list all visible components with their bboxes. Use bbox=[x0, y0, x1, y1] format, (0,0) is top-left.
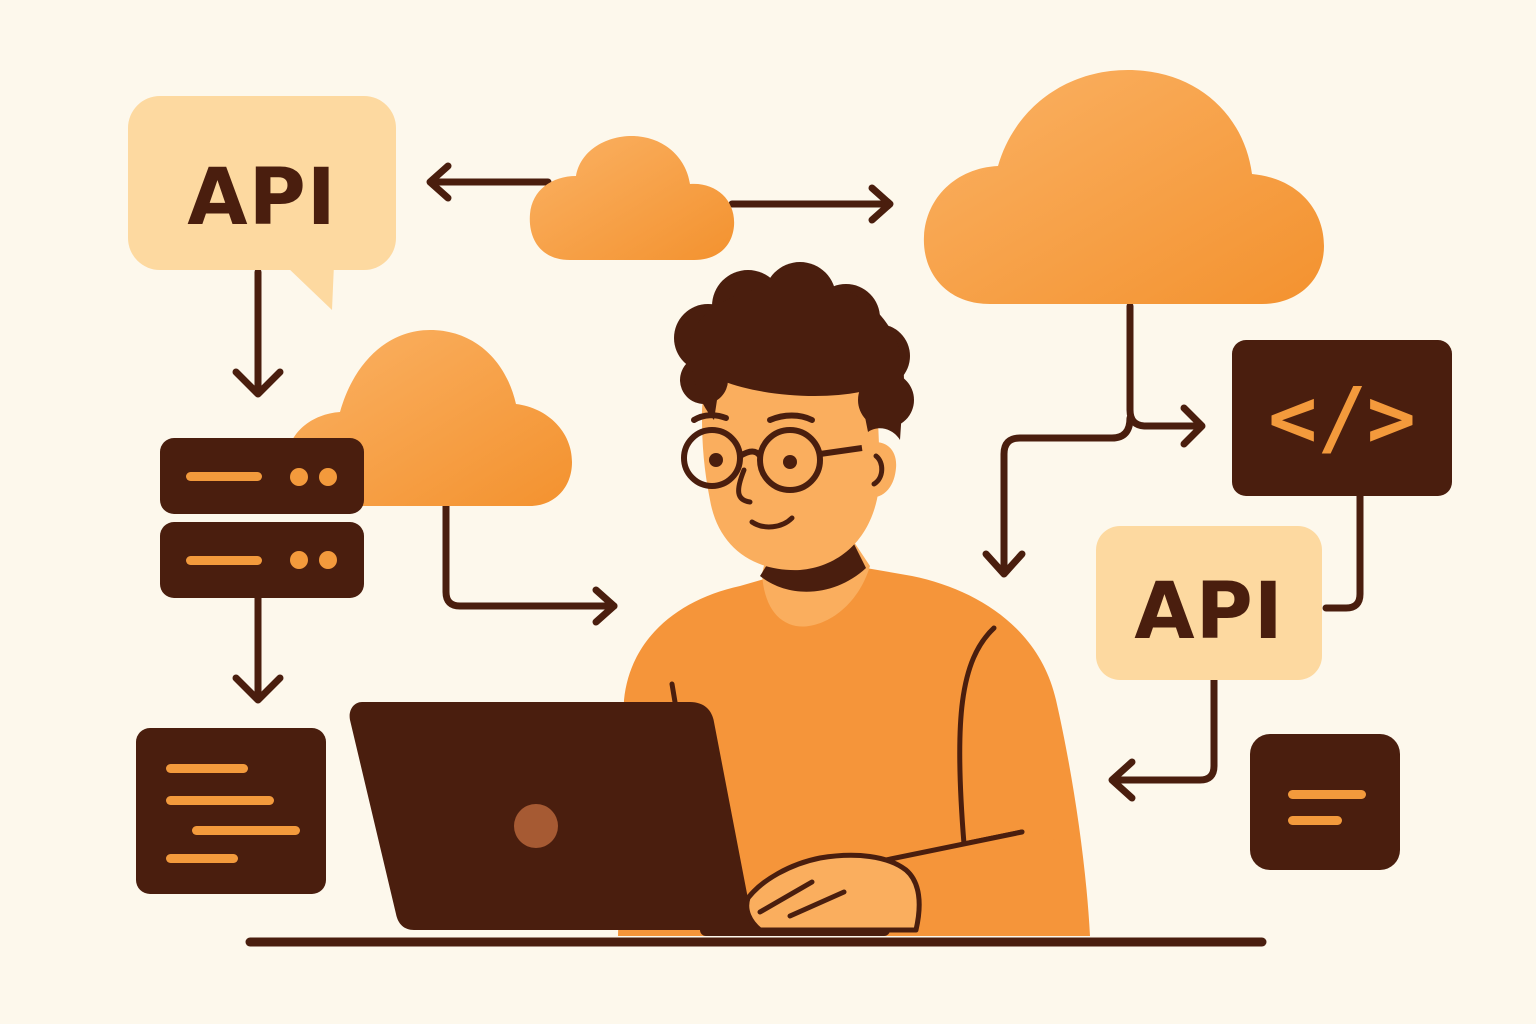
message-icon bbox=[1250, 734, 1400, 870]
server-rack-icon bbox=[160, 438, 364, 598]
glasses bbox=[681, 427, 863, 493]
api-box-icon: API bbox=[1096, 526, 1322, 680]
arrow-api-to-person bbox=[1110, 676, 1218, 784]
cloud-icon bbox=[923, 70, 1324, 304]
code-icon: </> bbox=[1232, 340, 1452, 496]
ear bbox=[862, 442, 897, 498]
arrow-cloud-to-code bbox=[1126, 302, 1204, 430]
hand bbox=[744, 852, 922, 933]
arrow-code-to-api bbox=[1322, 490, 1364, 612]
api-label-right: API bbox=[1134, 567, 1284, 657]
arrow-cloud-to-person bbox=[442, 498, 618, 610]
api-label-left: API bbox=[187, 153, 337, 243]
connector-arrows bbox=[232, 162, 1364, 802]
arrow-cloud-to-person-right bbox=[1000, 414, 1134, 574]
code-label: </> bbox=[1268, 371, 1416, 466]
api-speech-bubble-icon: API bbox=[128, 96, 396, 310]
laptop-logo bbox=[514, 804, 558, 848]
cloud-icon bbox=[529, 136, 735, 260]
hair bbox=[674, 262, 914, 440]
document-icon bbox=[136, 728, 326, 894]
